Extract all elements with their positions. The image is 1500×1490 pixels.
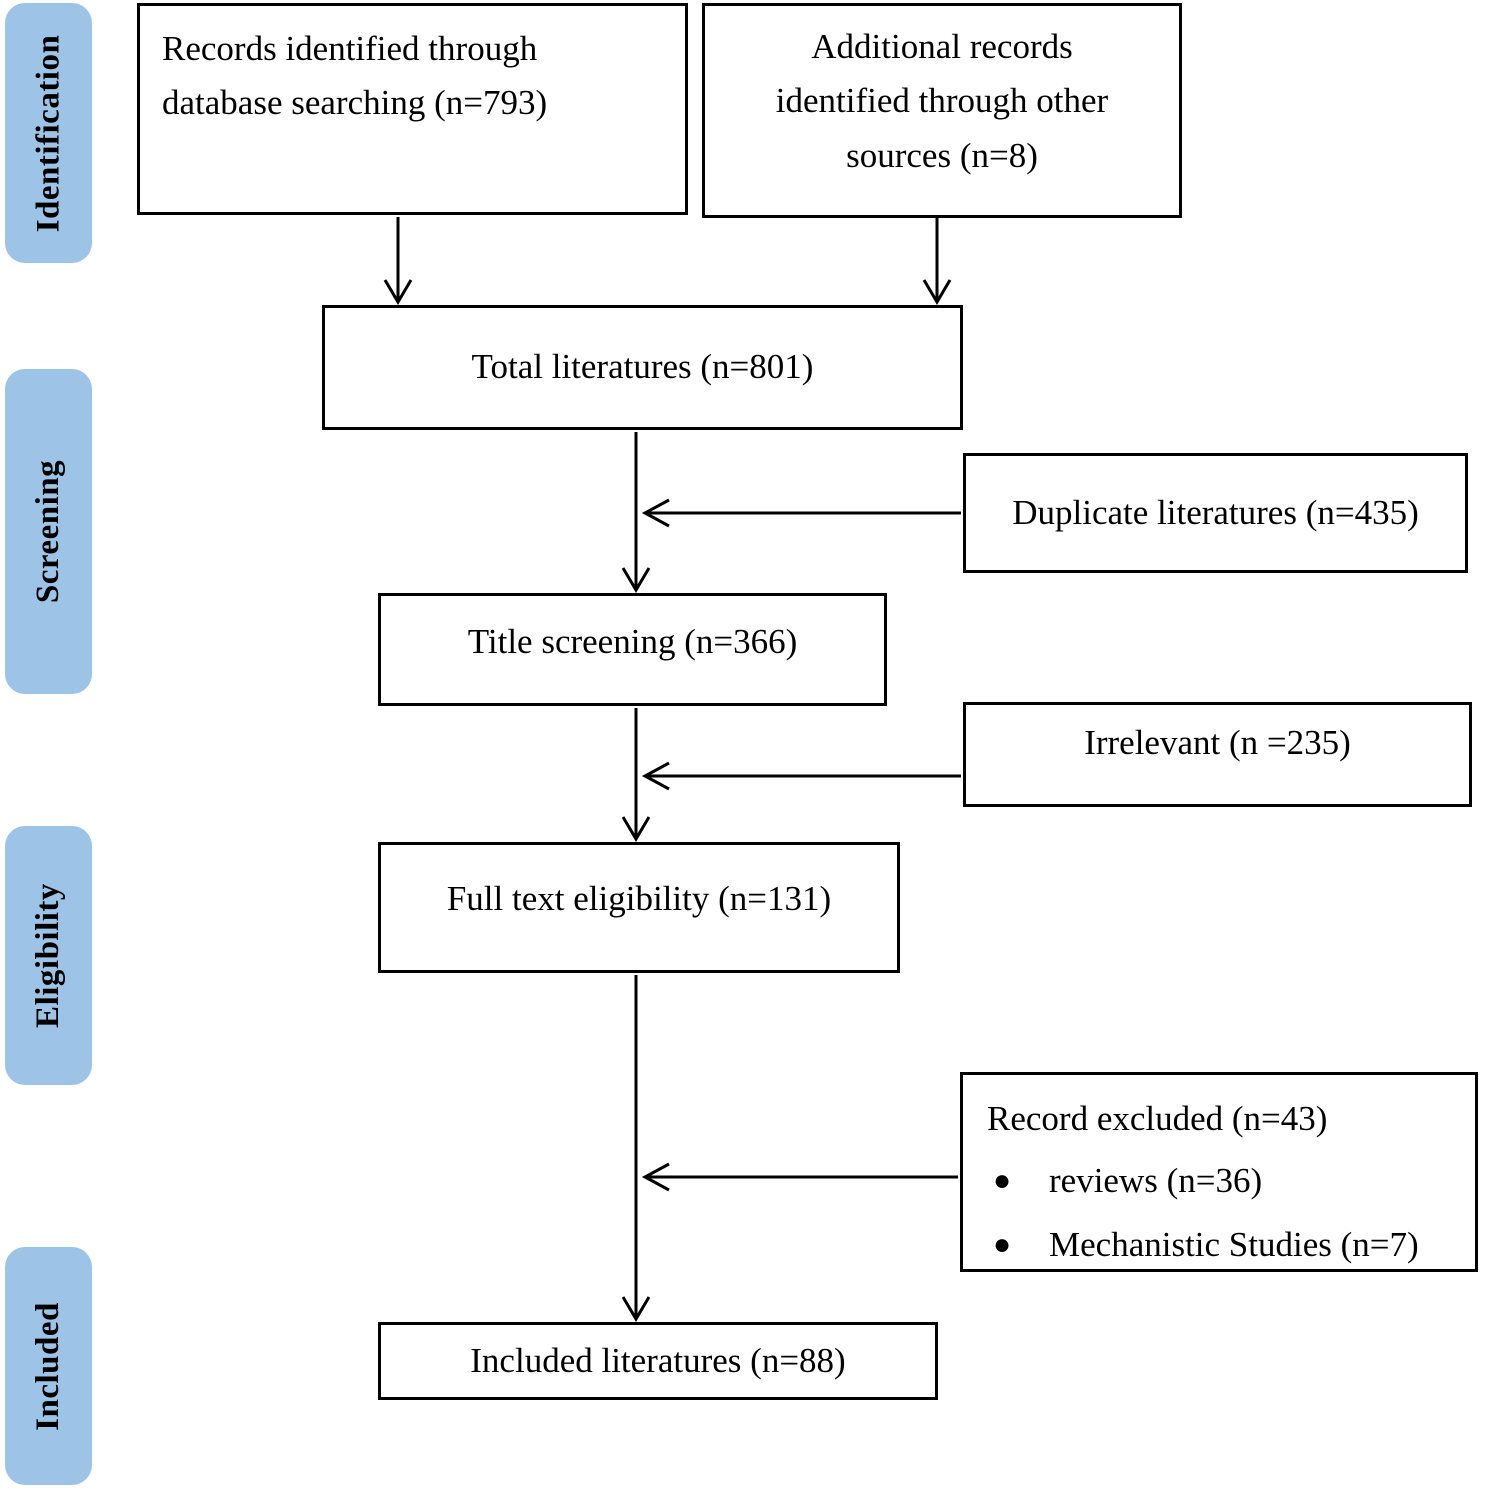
stage-label-identification: Identification (5, 3, 92, 263)
arrow-records-to-total (383, 217, 413, 305)
box-additional-records: Additional records identified through ot… (702, 3, 1182, 218)
box-additional-records-text: Additional records identified through ot… (775, 27, 1109, 175)
arrow-excluded-exclusion (641, 1162, 958, 1192)
arrow-total-to-title (621, 432, 651, 593)
box-included-literatures: Included literatures (n=88) (378, 1322, 938, 1400)
record-excluded-item-mechanistic: ● Mechanistic Studies (n=7) (987, 1213, 1465, 1277)
box-duplicate-literatures-text: Duplicate literatures (n=435) (1012, 492, 1419, 532)
bullet-icon: ● (993, 1164, 1012, 1197)
box-total-literatures-text: Total literatures (n=801) (471, 347, 814, 387)
box-title-screening-text: Title screening (n=366) (467, 622, 798, 662)
stage-label-included: Included (5, 1247, 92, 1485)
arrow-irrelevant-exclusion (641, 761, 961, 791)
arrow-fulltext-to-included (621, 975, 651, 1322)
record-excluded-heading: Record excluded (n=43) (987, 1099, 1328, 1138)
box-irrelevant: Irrelevant (n =235) (963, 702, 1472, 807)
box-record-excluded: Record excluded (n=43) ● reviews (n=36) … (960, 1072, 1478, 1272)
record-excluded-item-mechanistic-text: Mechanistic Studies (n=7) (1049, 1225, 1419, 1264)
record-excluded-item-reviews-text: reviews (n=36) (1049, 1161, 1263, 1200)
arrow-title-to-fulltext (621, 708, 651, 842)
box-irrelevant-text: Irrelevant (n =235) (1084, 723, 1351, 763)
record-excluded-item-reviews: ● reviews (n=36) (987, 1149, 1465, 1213)
bullet-icon: ● (993, 1228, 1012, 1261)
box-records-database-searching: Records identified through database sear… (137, 3, 688, 215)
stage-label-screening: Screening (5, 369, 92, 694)
arrow-additional-to-total (922, 217, 952, 305)
box-title-screening: Title screening (n=366) (378, 593, 887, 706)
box-duplicate-literatures: Duplicate literatures (n=435) (963, 453, 1468, 573)
box-full-text-eligibility-text: Full text eligibility (n=131) (446, 879, 832, 919)
box-total-literatures: Total literatures (n=801) (322, 305, 963, 430)
record-excluded-list: ● reviews (n=36) ● Mechanistic Studies (… (987, 1149, 1465, 1277)
box-included-literatures-text: Included literatures (n=88) (470, 1340, 846, 1380)
arrow-duplicate-exclusion (641, 498, 961, 528)
box-full-text-eligibility: Full text eligibility (n=131) (378, 842, 900, 973)
stage-label-eligibility: Eligibility (5, 826, 92, 1085)
box-records-database-text: Records identified through database sear… (162, 29, 548, 123)
